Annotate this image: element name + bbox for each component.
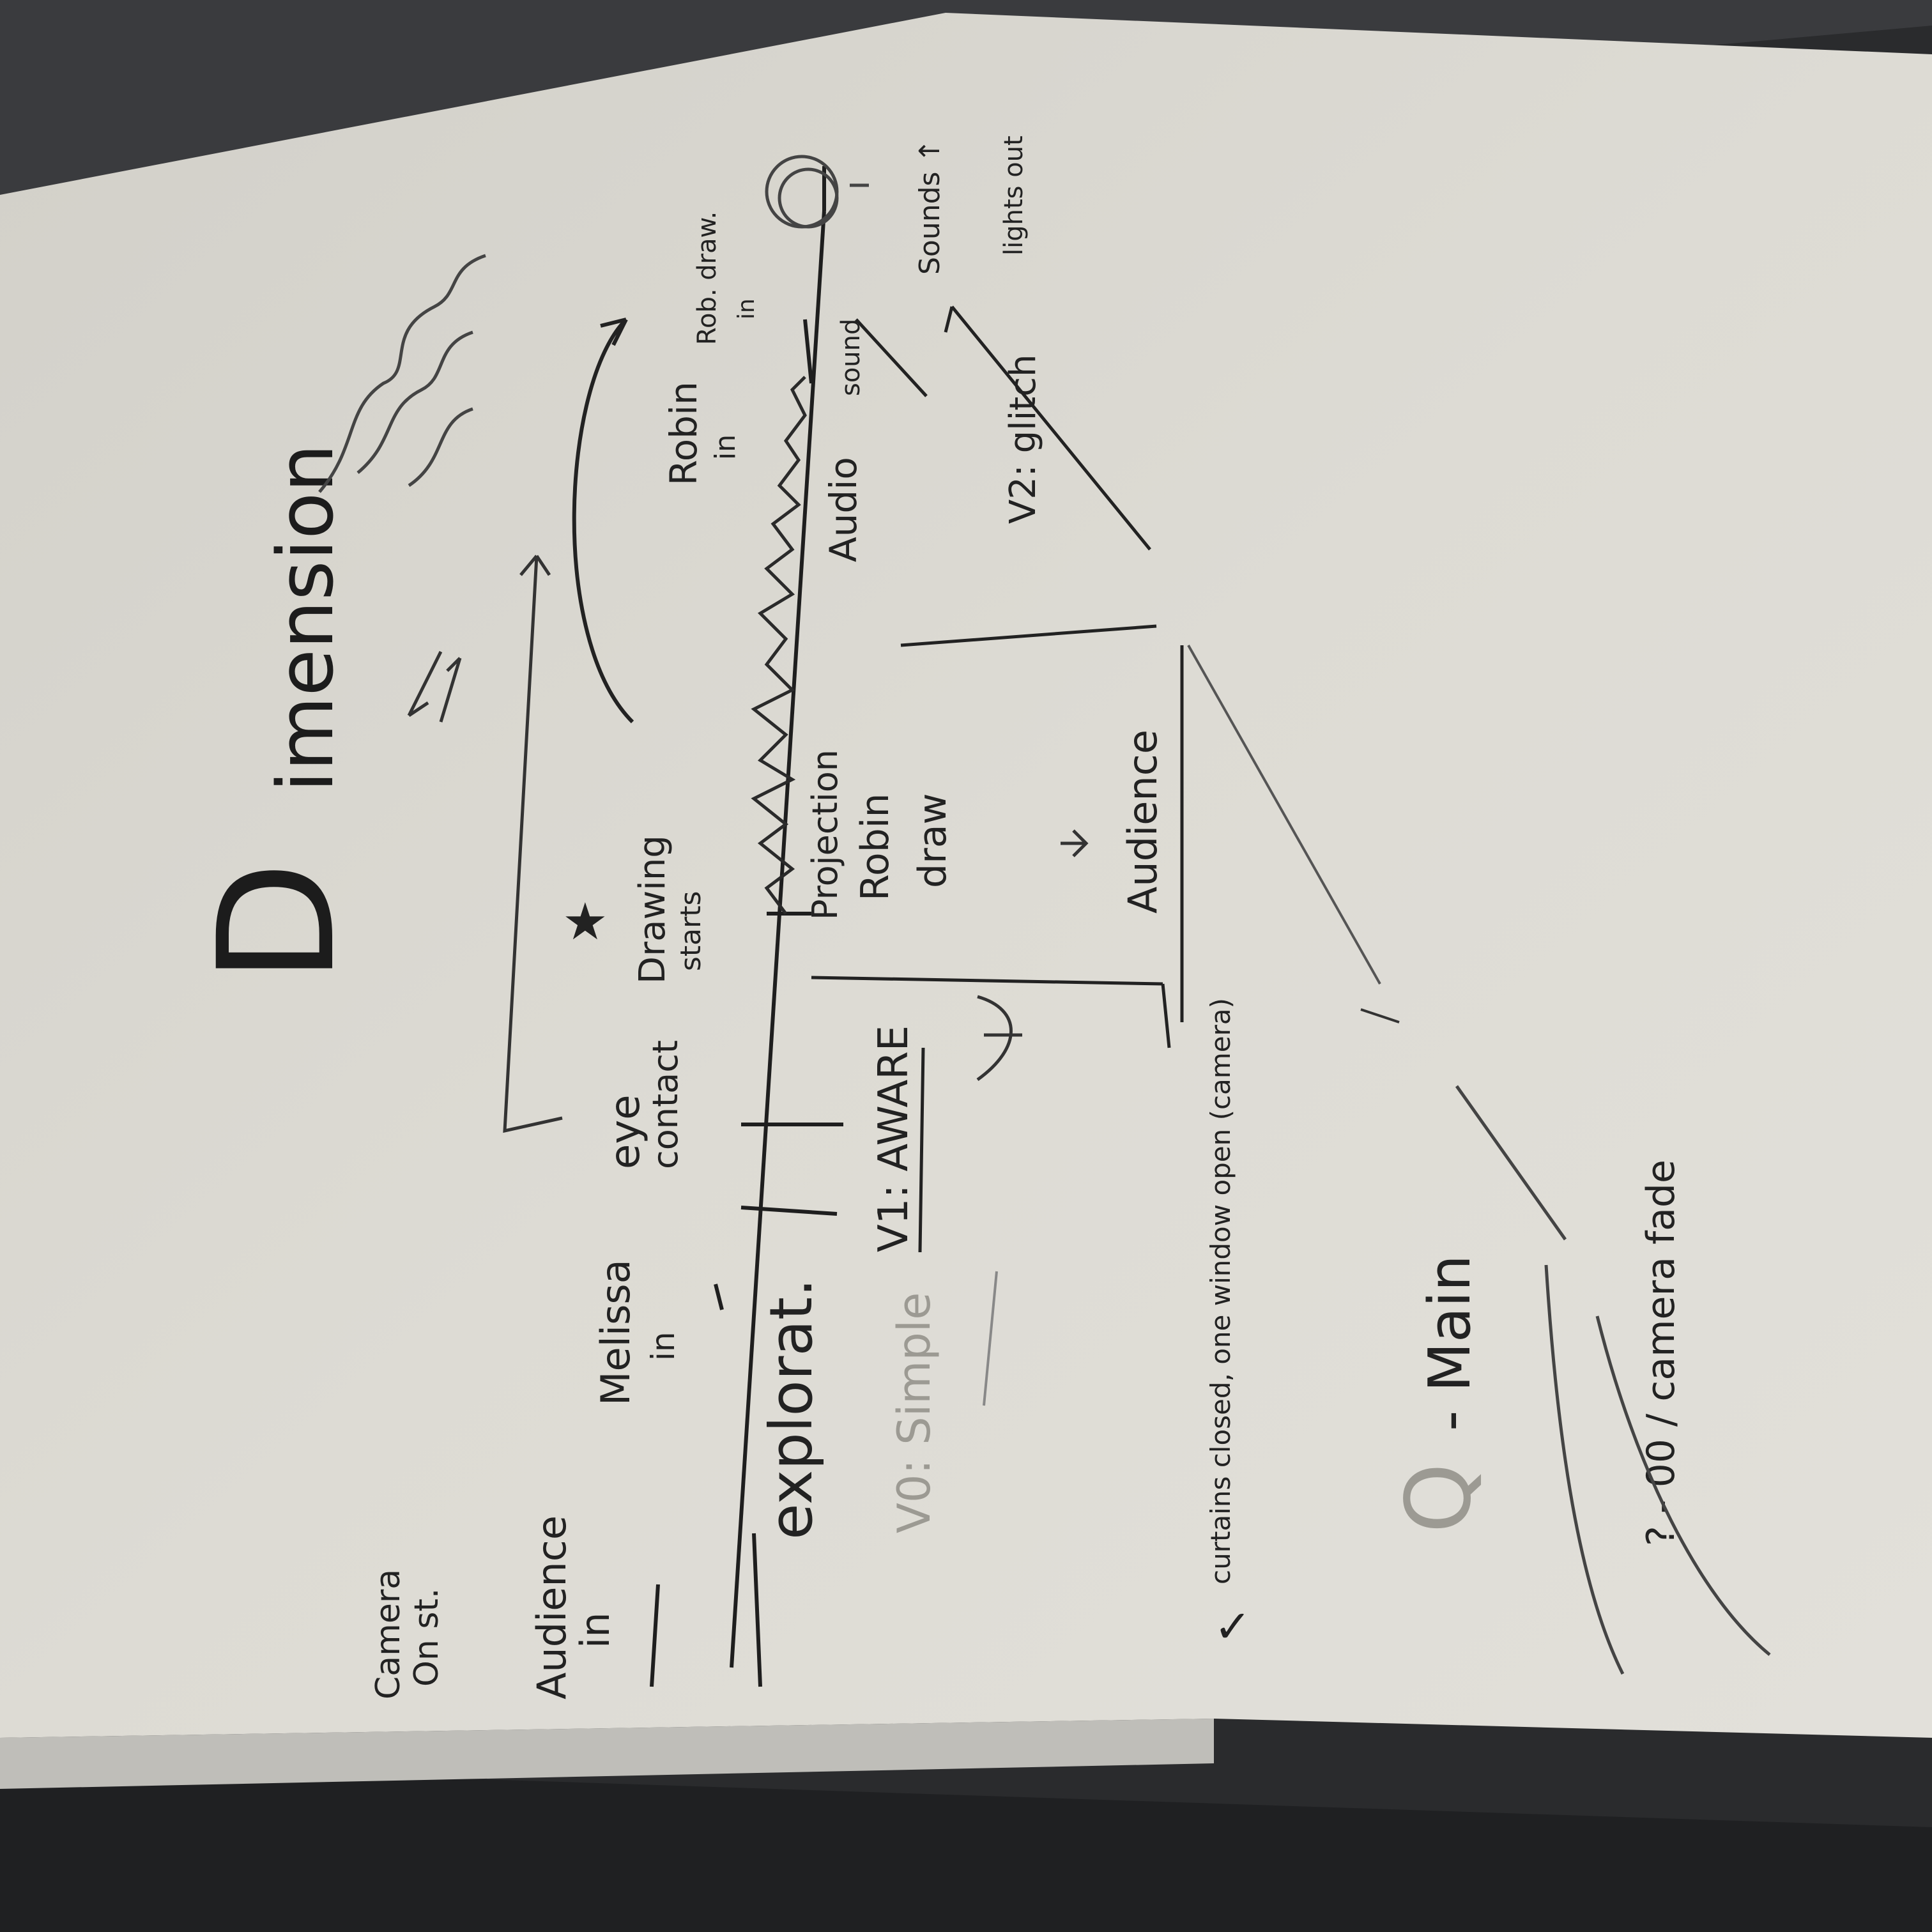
svg-text:starts: starts xyxy=(675,891,707,971)
label-eye-contact: eye contact xyxy=(602,1040,686,1169)
svg-text:Melissa: Melissa xyxy=(592,1259,639,1406)
label-q-main: Q - Main xyxy=(1387,1255,1491,1533)
label-sounds: Sounds ↑ xyxy=(914,139,946,275)
svg-text:On st.: On st. xyxy=(408,1588,446,1687)
svg-text:? - 00 / camera fade: ? - 00 / camera fade xyxy=(1639,1160,1683,1546)
title-initial: D xyxy=(184,861,370,984)
title-arrows xyxy=(407,650,462,723)
svg-text:sound: sound xyxy=(836,319,866,396)
label-melissa-in: Melissa in xyxy=(592,1259,682,1406)
svg-text:Audience: Audience xyxy=(528,1515,575,1699)
svg-text:- Main: - Main xyxy=(1416,1255,1483,1431)
svg-text:Robin: Robin xyxy=(853,793,898,901)
svg-text:draw: draw xyxy=(910,793,955,888)
squiggle-drawing xyxy=(318,254,486,493)
svg-text:eye: eye xyxy=(602,1094,649,1169)
label-curtains-note: curtains closed, one window open (camera… xyxy=(1205,998,1236,1584)
brackets xyxy=(811,624,1184,1048)
svg-text:V2: glitch: V2: glitch xyxy=(1002,354,1044,524)
audio-waveform xyxy=(751,376,807,915)
underline-v0 xyxy=(983,1271,998,1406)
svg-text:in: in xyxy=(572,1612,618,1648)
label-explorat: explorat. xyxy=(757,1278,825,1540)
svg-text:lights out: lights out xyxy=(999,135,1029,256)
label-drawing-starts: Drawing starts xyxy=(632,835,707,984)
svg-text:V0: Simple: V0: Simple xyxy=(888,1292,940,1533)
svg-text:Sounds ↑: Sounds ↑ xyxy=(914,139,946,275)
underline-v1 xyxy=(918,1047,925,1253)
whiteboard xyxy=(0,13,1932,1738)
check-mark-icon: ✓ xyxy=(1214,1600,1252,1653)
svg-text:in: in xyxy=(733,298,760,319)
label-camera: Camera On st. xyxy=(369,1569,446,1699)
svg-text:Camera: Camera xyxy=(369,1569,408,1699)
svg-text:explorat.: explorat. xyxy=(757,1278,825,1540)
label-audio: Audio xyxy=(822,457,865,562)
label-v1-aware: V1: AWARE xyxy=(870,1025,917,1252)
title-rest: imension xyxy=(262,444,351,792)
label-bottom-note: ? - 00 / camera fade xyxy=(1639,1160,1683,1546)
svg-text:V1: AWARE: V1: AWARE xyxy=(870,1025,917,1252)
svg-text:in: in xyxy=(645,1331,682,1361)
down-arrow-projection xyxy=(1061,829,1089,857)
circle-scribble xyxy=(765,155,869,229)
svg-text:Audience: Audience xyxy=(1119,730,1166,914)
label-audience-in: Audience in xyxy=(528,1515,618,1699)
board-rail xyxy=(0,1719,1214,1789)
bottom-strokes xyxy=(1455,1085,1771,1675)
diagonal-stroke xyxy=(1187,645,1381,985)
label-robin-in: Robin in xyxy=(662,381,742,486)
svg-text:Q: Q xyxy=(1387,1463,1491,1533)
label-rob-draw: Rob. draw. in xyxy=(693,211,760,345)
down-arrow-v1 xyxy=(976,995,1022,1082)
star-icon: ★ xyxy=(562,892,608,951)
bracket-arrow xyxy=(503,555,563,1133)
timeline-axis xyxy=(730,210,826,1668)
svg-text:Rob. draw.: Rob. draw. xyxy=(693,211,722,345)
curved-arrow xyxy=(572,318,634,724)
svg-text:contact: contact xyxy=(645,1040,686,1169)
floor-dark xyxy=(0,1763,1932,1932)
sound-line xyxy=(855,318,928,397)
label-v0-simple: V0: Simple xyxy=(888,1292,940,1533)
svg-text:in: in xyxy=(709,434,742,460)
svg-text:curtains closed, one window op: curtains closed, one window open (camera… xyxy=(1205,998,1236,1584)
svg-text:Robin: Robin xyxy=(662,381,705,486)
svg-text:Audio: Audio xyxy=(822,457,865,562)
glitch-arrow xyxy=(944,305,1151,551)
label-projection: Projection Robin draw xyxy=(805,749,955,920)
svg-text:Projection: Projection xyxy=(805,749,845,920)
title: D imension xyxy=(184,444,370,984)
svg-text:Drawing: Drawing xyxy=(632,835,673,984)
label-v2-glitch: V2: glitch xyxy=(1002,354,1044,524)
label-audience: Audience xyxy=(1119,730,1166,914)
short-stroke xyxy=(1360,1008,1400,1023)
label-sound: sound xyxy=(836,319,866,396)
label-lights-out: lights out xyxy=(999,135,1029,256)
